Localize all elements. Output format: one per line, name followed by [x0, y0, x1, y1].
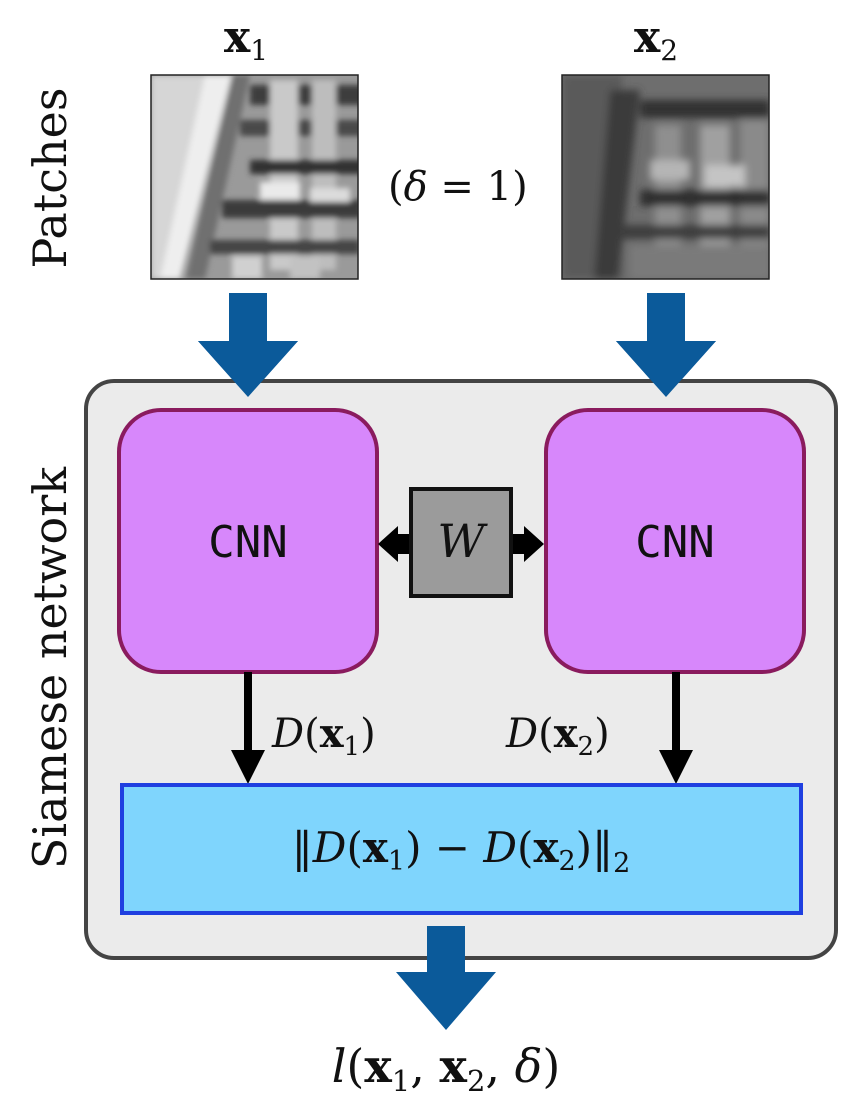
descriptor-arrow-left	[231, 750, 265, 784]
cnn-left-label: CNN	[208, 517, 287, 568]
descriptor-arrow-right	[659, 750, 693, 784]
cnn-right-block: CNN	[544, 408, 806, 674]
descriptor-right-label: D(x2)	[505, 710, 610, 762]
patch-left-image	[150, 74, 359, 280]
shared-weights-block: W	[409, 487, 513, 598]
loss-label: l(x1, x2, δ)	[332, 1039, 561, 1098]
shared-weights-label: W	[437, 514, 488, 568]
siamese-network-side-label: Siamese network	[23, 466, 77, 869]
delta-label: (δ = 1)	[388, 164, 528, 210]
patch-left-title: x1	[224, 12, 268, 67]
patches-side-label: Patches	[23, 87, 77, 268]
patch-right-image	[561, 74, 770, 280]
distance-formula: ‖D(x1) − D(x2)‖2	[292, 823, 631, 879]
patch-right-title: x2	[634, 12, 678, 67]
cnn-right-label: CNN	[635, 517, 714, 568]
weights-arrow-left	[378, 526, 412, 562]
weights-arrow-right	[510, 526, 544, 562]
descriptor-left-label: D(x1)	[271, 710, 376, 762]
output-arrow	[396, 926, 496, 1030]
distance-block: ‖D(x1) − D(x2)‖2	[120, 783, 803, 915]
cnn-left-block: CNN	[117, 408, 379, 674]
